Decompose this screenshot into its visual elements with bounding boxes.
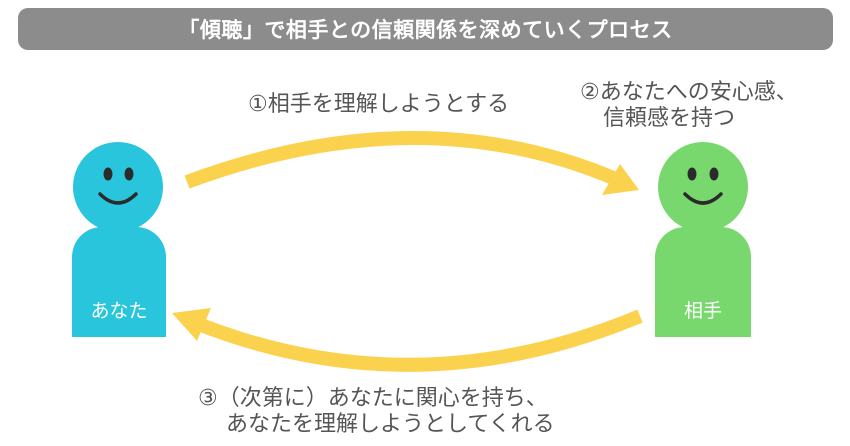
you-label: あなた <box>90 300 148 322</box>
step2-label-line2: 信頼感を持つ <box>603 106 736 131</box>
you-left-eye <box>103 167 113 181</box>
arrow-to-you <box>172 308 643 372</box>
partner-smile <box>683 192 723 205</box>
partner-label: 相手 <box>683 300 722 322</box>
diagram-title: 「傾聴」で相手との信頼関係を深めていくプロセス <box>178 18 673 42</box>
partner-right-eye <box>709 167 719 181</box>
person-you <box>72 142 166 337</box>
arrow-to-partner <box>184 131 639 195</box>
step2-label-line1: ②あなたへの安心感、 <box>580 80 798 105</box>
step1-label: ①相手を理解しようとする <box>248 92 510 117</box>
you-smile <box>98 192 138 205</box>
partner-head <box>658 142 748 232</box>
partner-left-eye <box>687 167 697 181</box>
step3-label-line2: あなたを理解しようとしてくれる <box>226 412 555 437</box>
you-right-eye <box>124 167 134 181</box>
person-partner <box>655 142 751 337</box>
title-bar: 「傾聴」で相手との信頼関係を深めていくプロセス <box>18 8 833 50</box>
step3-label-line1: ③（次第に）あなたに関心を持ち、 <box>198 386 548 411</box>
you-head <box>73 142 163 232</box>
